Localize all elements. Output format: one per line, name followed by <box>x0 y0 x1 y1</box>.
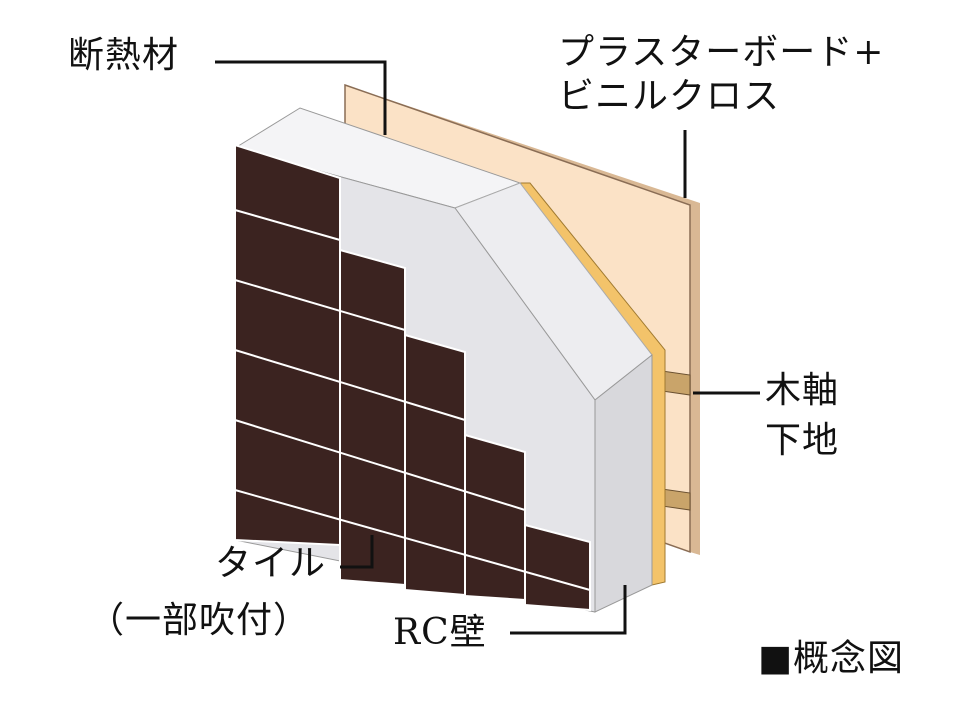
plasterboard-label-line2: ビニルクロス <box>558 76 781 117</box>
plasterboard-label-line1: プラスターボード+ <box>558 32 885 73</box>
rc-wall-label: RC壁 <box>393 612 487 653</box>
tile-label-line2: （一部吹付） <box>88 600 311 641</box>
insulation-label: 断熱材 <box>68 35 180 76</box>
leader-lines <box>215 60 760 635</box>
wood-frame-label-line1: 木軸 <box>765 370 840 411</box>
concept-note: ■概念図 <box>758 638 905 679</box>
tile-label-line1: タイル <box>215 543 327 584</box>
wood-frame-label-line2: 下地 <box>765 420 840 461</box>
tile-layer <box>234 143 591 612</box>
